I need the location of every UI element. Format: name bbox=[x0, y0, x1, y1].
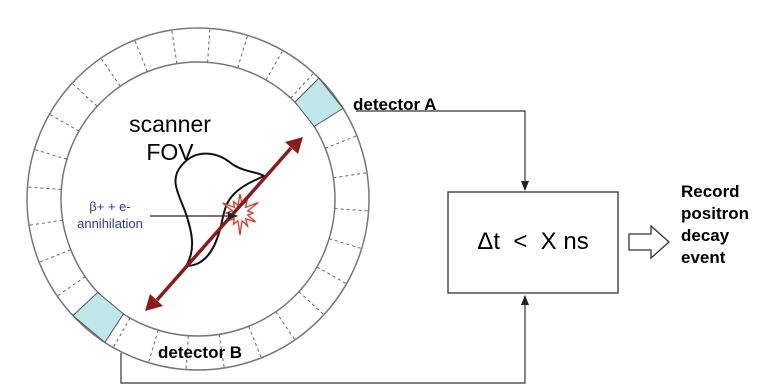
ring-segment-divider bbox=[237, 35, 249, 69]
ring-outer bbox=[26, 27, 370, 371]
scanner-label-line1: scanner bbox=[129, 111, 211, 137]
ring-segment-divider bbox=[171, 29, 178, 64]
scanner-fov-label: scanner FOV bbox=[120, 110, 220, 166]
annihilation-burst-icon bbox=[222, 193, 259, 236]
outcome-line2: positron bbox=[681, 204, 749, 223]
annihilation-label: β+ + e- annihilation bbox=[70, 198, 150, 232]
annihilation-label-line2: annihilation bbox=[77, 216, 143, 231]
ring-segment-divider bbox=[28, 219, 63, 226]
outcome-label: Record positron decay event bbox=[681, 181, 749, 269]
ring-segment-divider bbox=[316, 266, 347, 285]
ring-segment-divider bbox=[34, 148, 68, 160]
detector-a-block bbox=[294, 77, 344, 128]
ring-segment-divider bbox=[265, 50, 284, 81]
ring-segment-divider bbox=[71, 82, 98, 107]
outcome-line4: event bbox=[681, 248, 726, 267]
scanner-label-line2: FOV bbox=[146, 139, 194, 165]
ring-segment-divider bbox=[147, 329, 159, 363]
ring-segment-divider bbox=[207, 28, 211, 63]
ring-segment-divider bbox=[49, 113, 80, 132]
detector-b-block bbox=[72, 291, 125, 344]
output-arrow-icon bbox=[628, 224, 670, 260]
ring-segment-divider bbox=[56, 276, 86, 297]
annihilation-label-line1: β+ + e- bbox=[89, 199, 131, 214]
line-of-response bbox=[145, 137, 303, 311]
detector-a-label: detector A bbox=[353, 95, 437, 114]
ring-segment-divider bbox=[248, 326, 262, 359]
ring-segment-divider bbox=[38, 249, 71, 263]
ring-segment-divider bbox=[100, 57, 121, 87]
signal-wiring bbox=[120, 110, 529, 384]
ring-inner bbox=[60, 61, 336, 337]
ring-segment-divider bbox=[328, 238, 362, 250]
activity-distribution-curve bbox=[174, 152, 266, 268]
coincidence-box bbox=[447, 191, 619, 294]
outcome-line1: Record bbox=[681, 182, 740, 201]
outcome-line3: decay bbox=[681, 226, 730, 245]
ring-segment-divider bbox=[134, 39, 148, 72]
ring-segment-divider bbox=[27, 186, 62, 190]
coincidence-condition-label: Δt < X ns bbox=[477, 228, 589, 255]
detector-b-label: detector B bbox=[158, 343, 243, 362]
ring-segment-divider bbox=[298, 291, 325, 316]
ring-segment-divider bbox=[325, 135, 358, 149]
ring-segment-divider bbox=[334, 208, 369, 212]
ring-segment-divider bbox=[275, 311, 296, 341]
ring-segment-divider bbox=[333, 172, 368, 179]
